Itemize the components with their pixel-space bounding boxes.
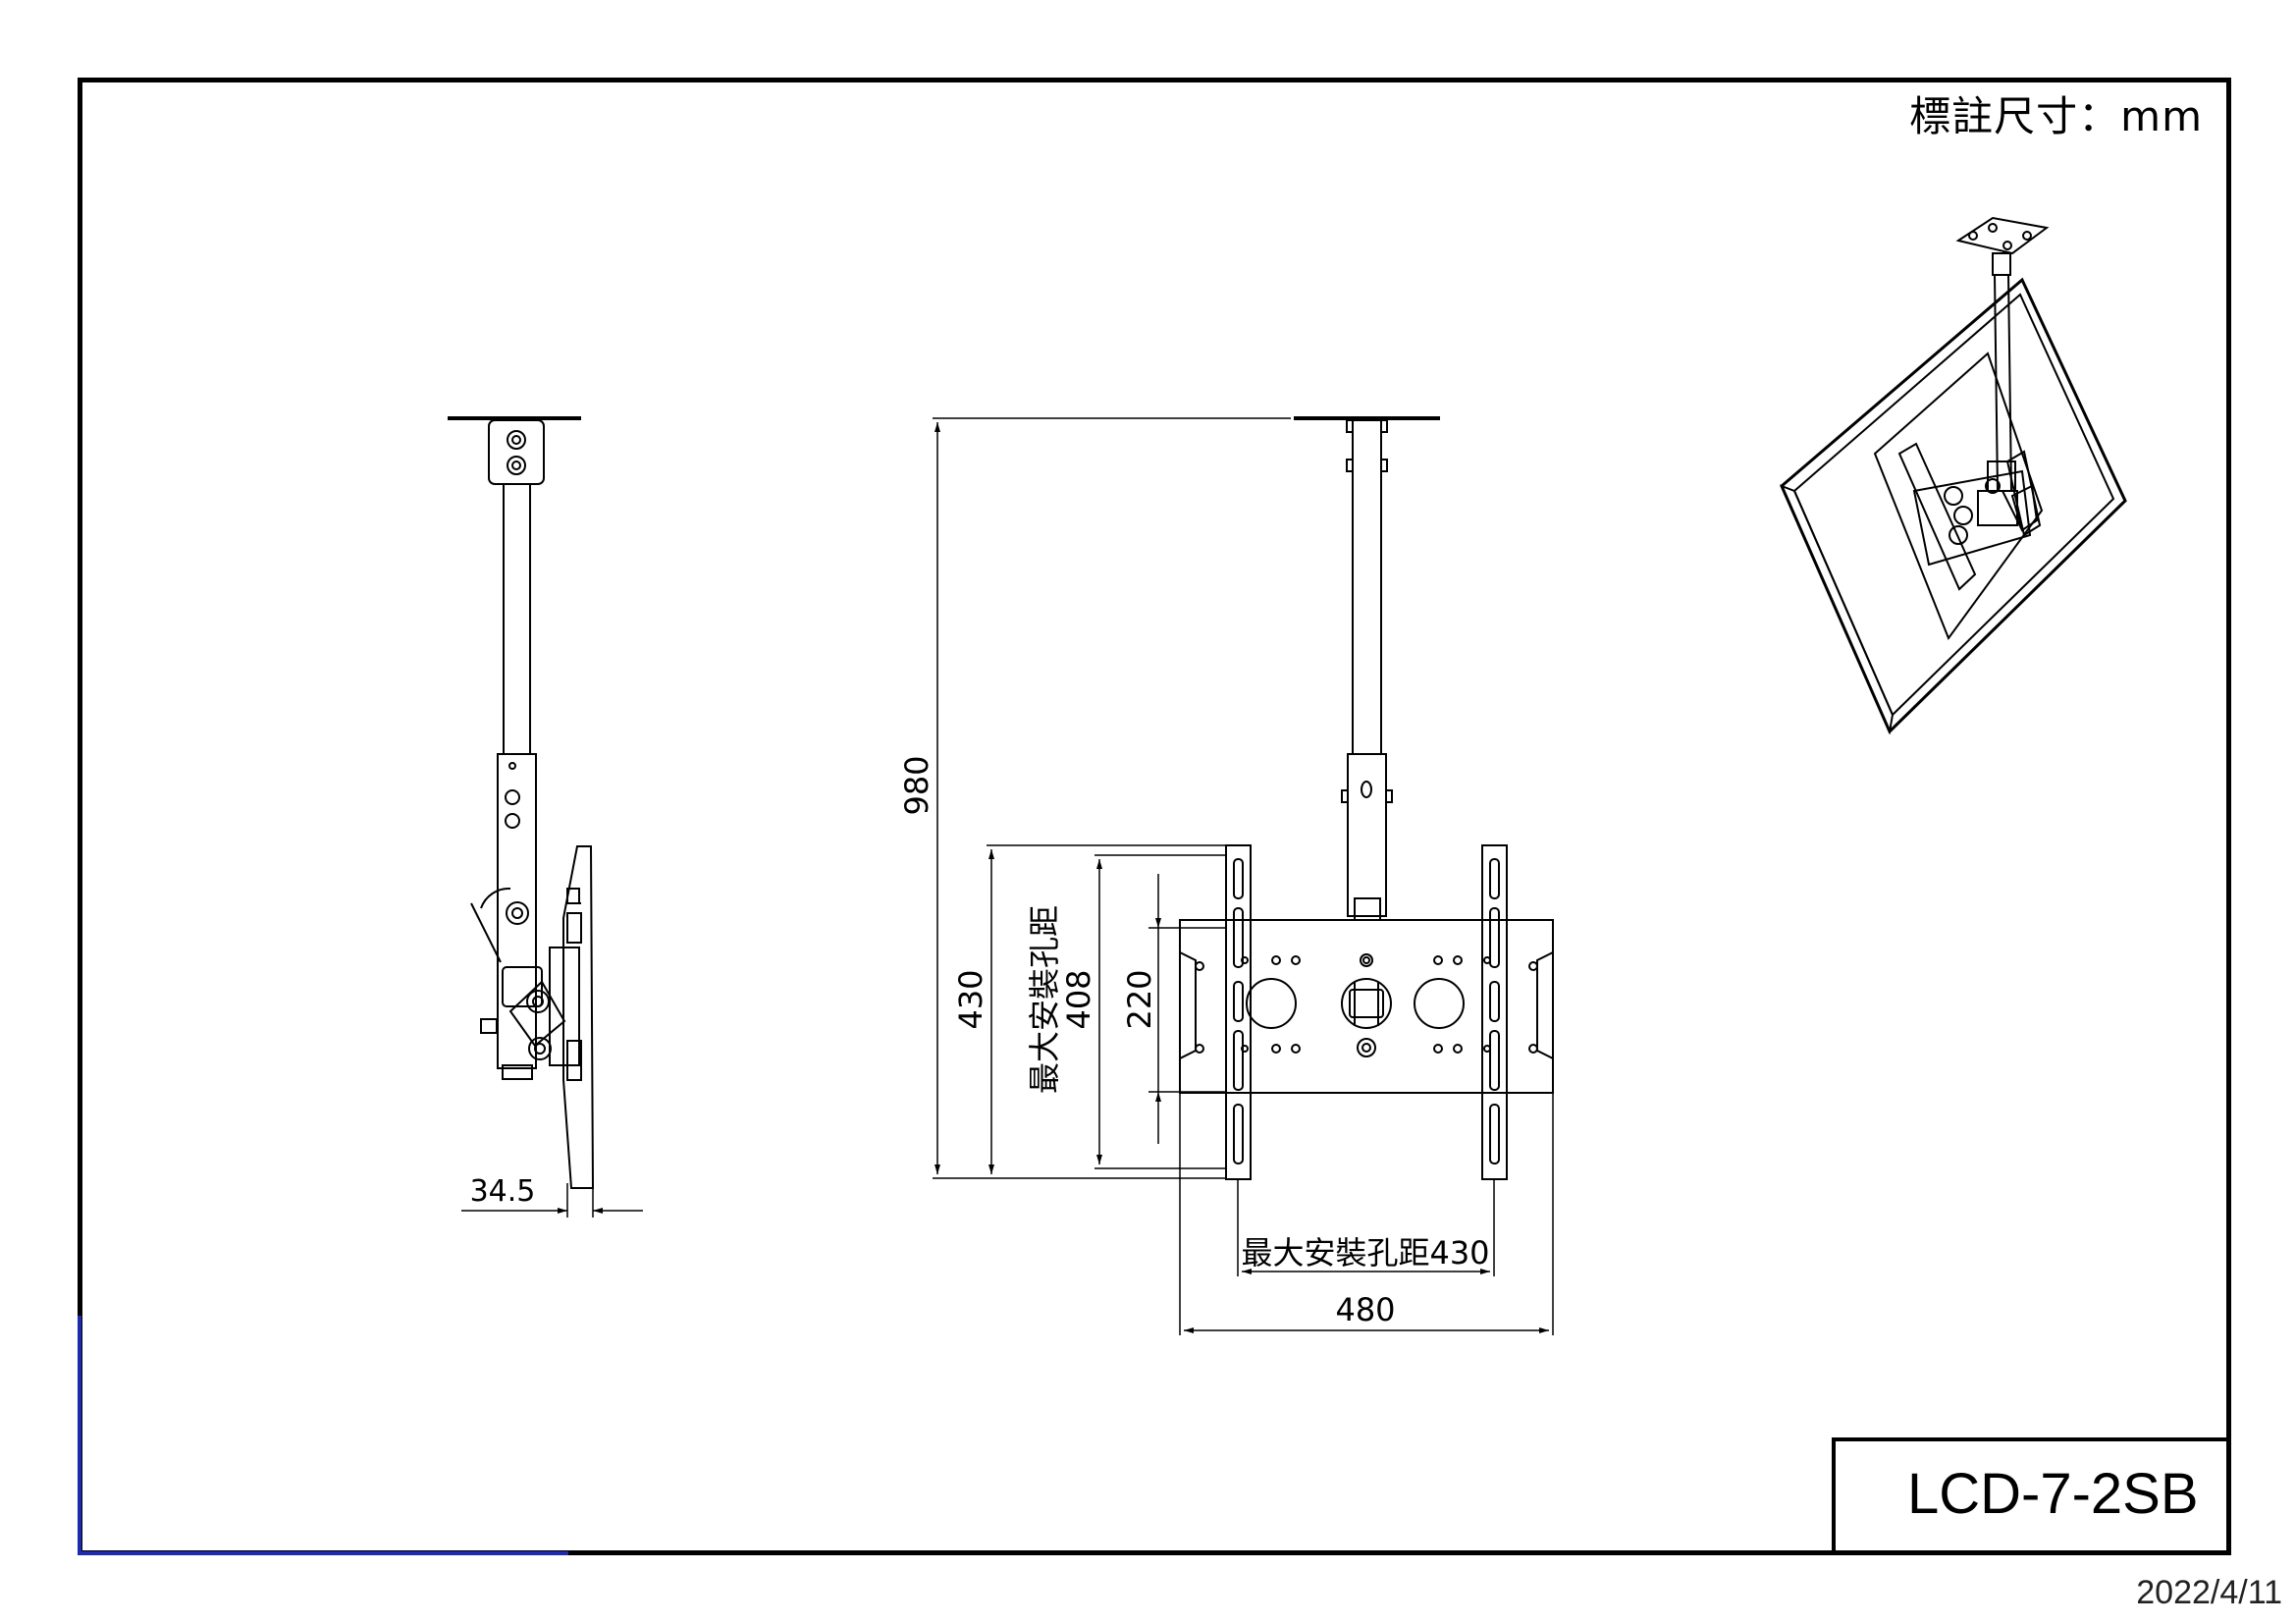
front-view [1179, 416, 1554, 1180]
vertical-408-label: 408 [1060, 969, 1097, 1029]
offset-dimension-label: 34.5 [470, 1174, 536, 1209]
vertical-430-label: 430 [952, 969, 989, 1029]
isometric-view [1780, 216, 2127, 735]
total-height-label: 980 [898, 755, 935, 815]
units-note: 標註尺寸：mm [1909, 92, 2203, 140]
vertical-220-label: 220 [1121, 969, 1158, 1029]
drawing-border [78, 78, 2231, 1555]
date-stamp: 2022/4/11 [2136, 1574, 2282, 1611]
horizontal-max-hole-label: 最大安裝孔距430 [1241, 1234, 1489, 1272]
plate-width-label: 480 [1335, 1291, 1395, 1328]
side-offset-dimension [461, 1183, 643, 1218]
vertical-max-hole-label: 最大安裝孔距 [1026, 905, 1063, 1094]
side-view [448, 416, 595, 1189]
title-block [1832, 1437, 2231, 1555]
front-view-dimensions [933, 417, 1554, 1335]
model-code: LCD-7-2SB [1907, 1462, 2199, 1526]
frame-accent-left [78, 1316, 81, 1555]
frame-accent-bottom [78, 1551, 568, 1555]
